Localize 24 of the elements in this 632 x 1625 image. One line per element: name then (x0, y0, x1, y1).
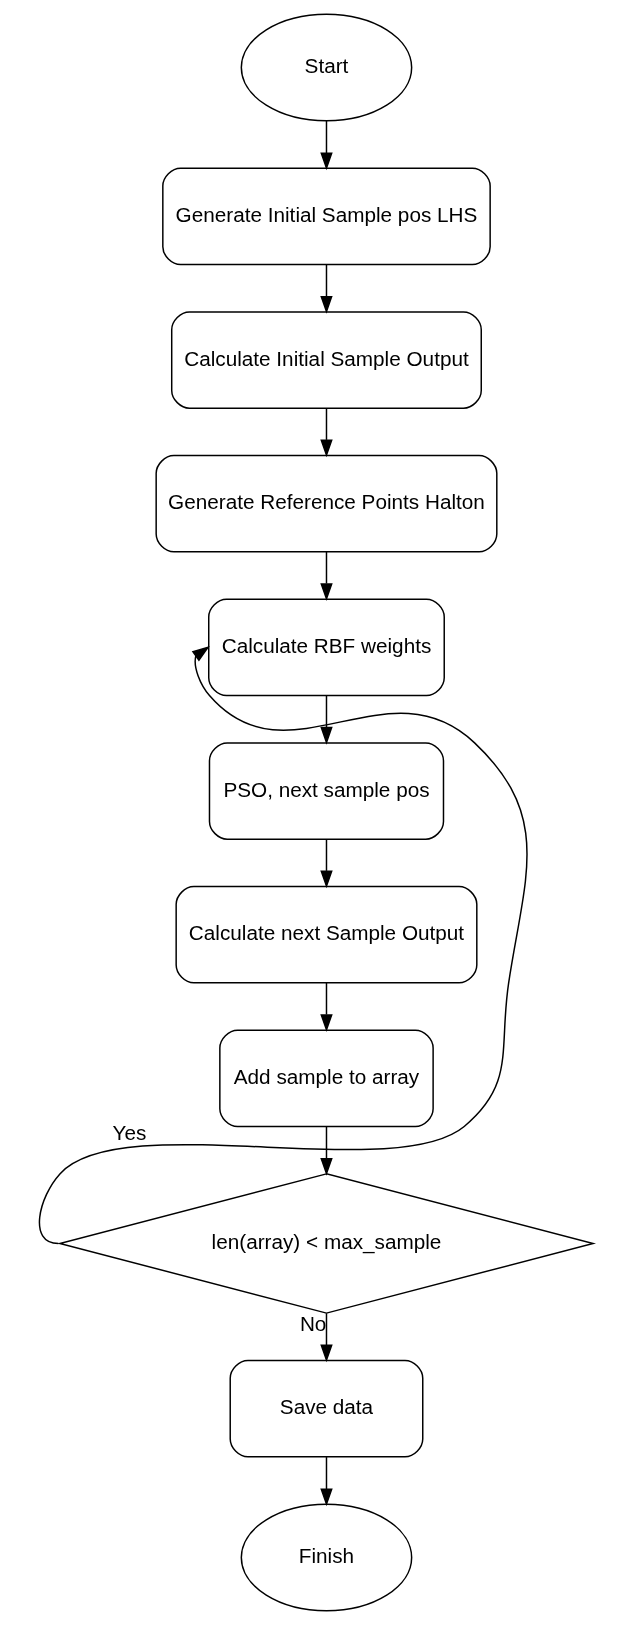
arrow (320, 407, 333, 458)
arrow (38, 646, 528, 1245)
arrow (320, 263, 333, 314)
edge-label: No (299, 1311, 327, 1335)
arrow (320, 551, 333, 601)
arrow (320, 838, 333, 889)
node-box: Save data (229, 1359, 424, 1458)
node-box: Generate Reference Points Halton (155, 454, 498, 553)
arrow (320, 982, 333, 1032)
node-diamond: len(array) < max_sample (56, 1173, 596, 1314)
node-ellipse: Finish (240, 1503, 413, 1612)
node-box: PSO, next sample pos (208, 742, 445, 840)
arrow (320, 694, 333, 745)
node-box: Calculate next Sample Output (175, 885, 478, 984)
node-box: Generate Initial Sample pos LHS (162, 167, 491, 266)
arrow (320, 1312, 333, 1363)
node-box: Calculate RBF weights (208, 598, 445, 697)
arrow (320, 1126, 333, 1176)
arrow (320, 1456, 333, 1507)
node-ellipse: Start (240, 13, 413, 122)
edge-label: Yes (112, 1121, 147, 1145)
node-box: Calculate Initial Sample Output (171, 311, 482, 409)
arrow (320, 120, 333, 171)
node-box: Add sample to array (219, 1029, 434, 1128)
